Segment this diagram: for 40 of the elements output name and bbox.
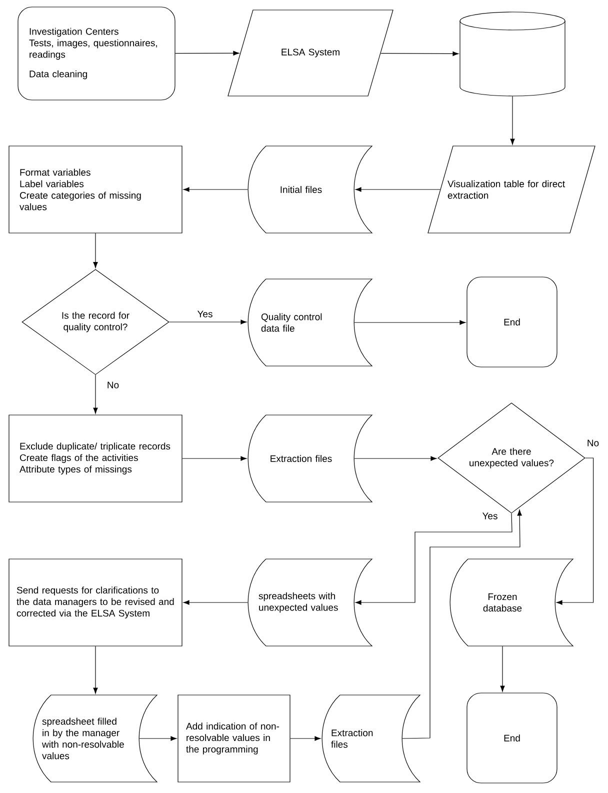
edge-label: No <box>106 380 120 390</box>
arrow <box>402 510 522 739</box>
arrow <box>510 96 515 145</box>
stored-data-shape: Extraction files <box>322 694 420 782</box>
stored-data-shape: spreadsheet filled in by the manager with non-resolvable values <box>32 694 158 782</box>
arrow <box>93 374 98 414</box>
data-parallelogram: ELSA System <box>228 10 394 96</box>
arrow <box>183 600 248 605</box>
database-cylinder <box>460 12 566 96</box>
arrow <box>182 456 247 461</box>
arrow <box>93 233 98 268</box>
arrow <box>354 456 437 461</box>
arrow <box>500 646 505 692</box>
arrow <box>183 187 248 192</box>
stored-data-shape: Initial files <box>248 146 372 234</box>
process-box: Format variables Label variables Create categories of missing values <box>8 146 182 234</box>
arrow <box>355 513 512 605</box>
process-box: Add indication of non-resolvable values in the programming <box>178 694 290 782</box>
arrow <box>175 50 240 56</box>
data-parallelogram: Visualization table for direct extraction <box>428 146 596 234</box>
arrow <box>556 458 594 605</box>
arrow <box>139 736 177 741</box>
terminal-box: End <box>466 276 558 368</box>
arrow <box>354 320 466 325</box>
stored-data-shape: Frozen database <box>450 558 574 646</box>
terminal-box: Investigation Centers Tests, images, questionnaires, readings Data cleaning <box>18 6 176 100</box>
terminal-box: End <box>466 692 558 784</box>
stored-data-shape: spreadsheets with unexpected values <box>248 558 372 646</box>
arrow <box>355 187 440 192</box>
edge-label: Yes <box>481 512 499 520</box>
stored-data-shape: Quality control data file <box>248 278 372 366</box>
arrow <box>93 646 98 694</box>
arrow <box>169 320 247 324</box>
arrow <box>380 51 459 56</box>
arrow <box>290 736 321 741</box>
edge-label: No <box>586 438 600 448</box>
stored-data-shape: Extraction files <box>248 414 372 502</box>
process-box: Exclude duplicate/ triplicate records Create flags of the activities Attribute types of missings <box>8 414 182 502</box>
edge-label: Yes <box>196 310 214 318</box>
process-box: Send requests for clarifications to the data managers to be revised and corrected via the ELSA System <box>8 558 182 646</box>
